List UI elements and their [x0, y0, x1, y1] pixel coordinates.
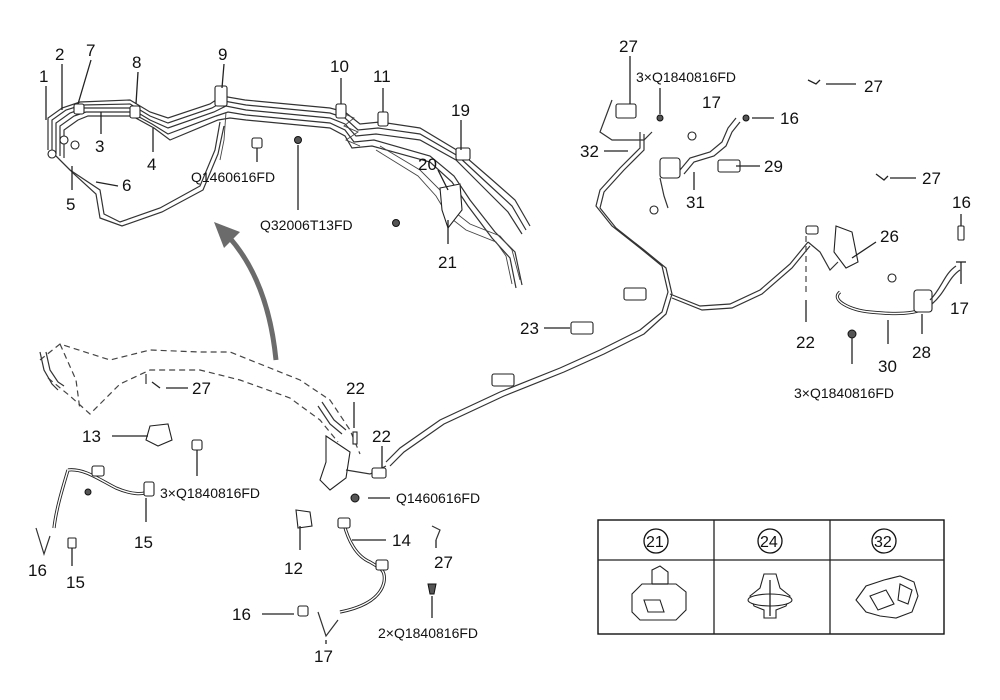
callout-26: 27 — [619, 37, 638, 56]
callout-23: 23 — [520, 319, 539, 338]
callout-32: 32 — [580, 142, 599, 161]
upper-right-callouts: 27 3×Q1840816FD 32 17 16 29 31 27 27 16 … — [580, 37, 971, 401]
legend-item-32: 32 — [855, 528, 919, 619]
callout-17-low: 17 — [314, 647, 333, 666]
legend-item-24: 24 — [747, 528, 793, 619]
callout-7: 7 — [86, 41, 95, 60]
callout-2: 2 — [55, 45, 64, 64]
callout-3: 3 — [95, 137, 104, 156]
callout-16-left: 15 — [66, 573, 85, 592]
callout-27-top: 27 — [864, 77, 883, 96]
callout-4: 4 — [147, 155, 156, 174]
callout-25: 26 — [880, 227, 899, 246]
callout-20: 21 — [438, 253, 457, 272]
part-code-q1460616fd-lower: Q1460616FD — [396, 490, 480, 506]
callout-22: 22 — [372, 427, 391, 446]
callout-10: 10 — [330, 57, 349, 76]
callout-19: 20 — [418, 155, 437, 174]
callout-27-right: 27 — [922, 169, 941, 188]
upper-left-callouts: 1 2 3 4 5 6 7 8 9 10 11 19 20 21 Q146061… — [39, 41, 470, 272]
callout-29: 29 — [764, 157, 783, 176]
callout-16-right: 16 — [952, 193, 971, 212]
callout-27-low: 27 — [434, 553, 453, 572]
callout-21: 22 — [346, 379, 365, 398]
clip-24-icon — [747, 573, 793, 619]
part-code-2x-q1840816fd: 2×Q1840816FD — [378, 625, 478, 641]
callout-28: 28 — [912, 343, 931, 362]
part-code-3x-q1840816fd-left: 3×Q1840816FD — [160, 485, 260, 501]
upper-pipe-bundle — [47, 85, 531, 289]
callout-31: 31 — [686, 193, 705, 212]
callout-17-top: 17 — [702, 93, 721, 112]
callout-30: 30 — [878, 357, 897, 376]
legend-number-21: 21 — [646, 534, 664, 551]
legend-item-21: 21 — [631, 528, 687, 621]
callout-27-mid: 27 — [192, 379, 211, 398]
callout-14: 14 — [392, 531, 411, 550]
callout-16-low: 16 — [232, 605, 251, 624]
part-code-q32006t13fd: Q32006T13FD — [260, 217, 353, 233]
callout-1: 1 — [39, 67, 48, 86]
part-code-3x-q1840816fd-top: 3×Q1840816FD — [636, 69, 736, 85]
legend-number-32: 32 — [874, 534, 892, 551]
legend-number-24: 24 — [760, 534, 778, 551]
upper-right-assembly — [385, 99, 961, 467]
callout-16-top: 16 — [780, 109, 799, 128]
callout-24: 22 — [796, 333, 815, 352]
callout-17-right: 17 — [950, 299, 969, 318]
callout-5: 5 — [66, 195, 75, 214]
part-code-q1460616fd-upper: Q1460616FD — [191, 169, 275, 185]
clip-21-icon — [631, 565, 687, 621]
lower-left-assembly — [35, 343, 441, 638]
callout-18: 19 — [451, 101, 470, 120]
clip-legend: 21 24 32 — [597, 519, 945, 635]
direction-arrow — [214, 222, 279, 361]
callout-11: 11 — [373, 67, 391, 86]
callout-15: 15 — [134, 533, 153, 552]
callout-12: 12 — [284, 559, 303, 578]
clip-32-icon — [855, 575, 919, 619]
callout-6: 6 — [122, 176, 131, 195]
callout-9: 9 — [218, 45, 227, 64]
callout-8: 8 — [132, 53, 141, 72]
part-code-3x-q1840816fd-right: 3×Q1840816FD — [794, 385, 894, 401]
lower-left-callouts: 22 22 Q1460616FD 27 13 3×Q1840816FD 15 1… — [28, 379, 480, 666]
callout-17-left: 16 — [28, 561, 47, 580]
callout-13: 13 — [82, 427, 101, 446]
middle-clips: 23 — [491, 287, 647, 387]
